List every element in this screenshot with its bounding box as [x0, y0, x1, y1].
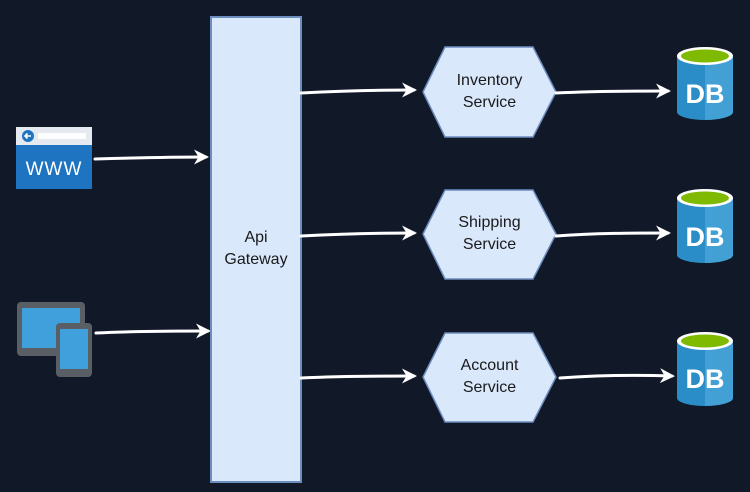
- inventory-db-icon: DB: [677, 47, 733, 120]
- api-gateway-box: [210, 16, 302, 483]
- browser-www-icon: WWW: [16, 127, 92, 189]
- shipping-service-label-line2: Service: [462, 236, 517, 253]
- arrow-tablet-to-gateway: [94, 323, 211, 339]
- account-service-label: Account Service: [423, 355, 556, 399]
- arrow-gateway-to-inventory: [299, 82, 417, 98]
- api-gateway-label: Api Gateway: [211, 227, 301, 271]
- arrow-gateway-to-shipping: [299, 225, 417, 241]
- account-service-label-line2: Service: [462, 379, 517, 396]
- inventory-service-label-line2: Service: [462, 94, 517, 111]
- account-service-label-line1: Account: [460, 357, 519, 374]
- arrow-account-to-db: [558, 368, 675, 384]
- browser-www-label: WWW: [26, 159, 83, 180]
- inventory-service-label: Inventory Service: [423, 70, 556, 114]
- inventory-db-label: DB: [686, 79, 725, 109]
- arrow-gateway-to-account: [299, 368, 417, 384]
- arrow-browser-to-gateway: [93, 149, 209, 165]
- account-db-label: DB: [686, 364, 725, 394]
- arrow-inventory-to-db: [554, 83, 671, 99]
- arrow-shipping-to-db: [554, 225, 671, 241]
- api-gateway-label-line2: Gateway: [224, 251, 288, 268]
- account-service-hexagon: [422, 332, 557, 423]
- inventory-service-label-line1: Inventory: [456, 72, 523, 89]
- shipping-service-hexagon: [422, 189, 557, 280]
- shipping-service-label-line1: Shipping: [458, 214, 521, 231]
- shipping-db-icon: DB: [677, 189, 733, 263]
- shipping-db-label: DB: [686, 222, 725, 252]
- api-gateway-label-line1: Api: [244, 229, 268, 246]
- shipping-service-label: Shipping Service: [423, 212, 556, 256]
- account-db-icon: DB: [677, 332, 733, 406]
- tablet-phone-icon: [17, 302, 92, 377]
